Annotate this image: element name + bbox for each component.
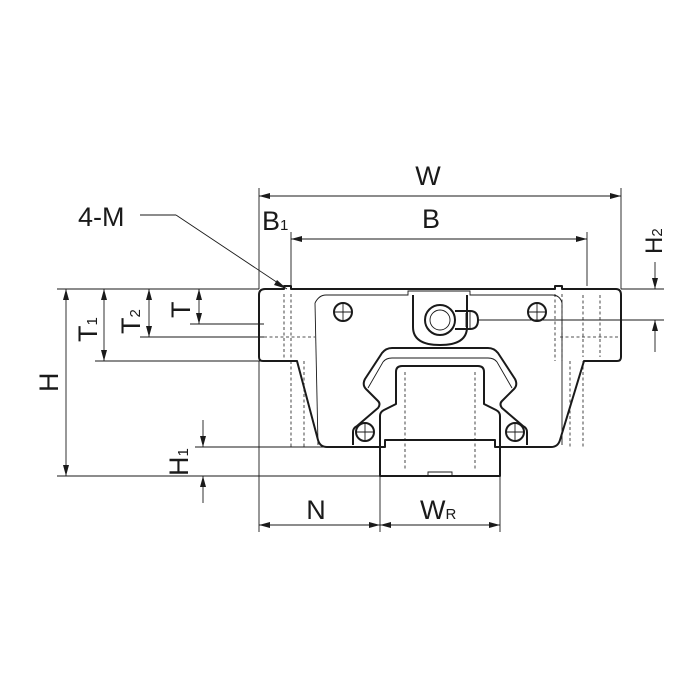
dim-h2: H2 <box>478 228 668 352</box>
flange-step-left <box>314 302 319 446</box>
label-h2: H2 <box>641 228 668 254</box>
label-w: W <box>415 161 441 191</box>
dim-h: H <box>34 289 69 476</box>
label-t1: T1 <box>73 317 103 342</box>
label-wr: WR <box>420 495 456 525</box>
dim-b: B <box>290 204 588 286</box>
label-4m: 4-M <box>78 202 125 232</box>
flange-step <box>314 290 563 445</box>
carriage-block <box>258 285 622 477</box>
hidden-lines <box>264 294 618 470</box>
dim-n: N <box>258 361 381 532</box>
label-t: T <box>166 302 196 319</box>
rail-body <box>379 365 501 477</box>
dim-t1: T1 <box>73 289 107 361</box>
rail-cavity-inner <box>367 357 513 389</box>
rail-cavity <box>352 347 528 445</box>
screw-bottom-right <box>505 422 525 442</box>
screw-top-left <box>333 302 353 322</box>
label-t2: T2 <box>116 309 146 334</box>
dim-4m: 4-M <box>78 202 288 290</box>
label-h: H <box>34 373 64 393</box>
screw-bottom-left <box>355 422 375 442</box>
dim-h1: H1 <box>164 420 206 503</box>
label-n: N <box>306 495 326 525</box>
dim-w: W <box>258 161 622 289</box>
dim-wr: WR <box>380 476 501 532</box>
dim-left-extensions <box>57 288 380 477</box>
label-b1: B1 <box>262 206 288 236</box>
dim-t: T <box>166 289 202 324</box>
label-h1: H1 <box>164 448 194 476</box>
screw-top-right <box>527 302 547 322</box>
dim-t2: T2 <box>116 289 152 337</box>
dim-b1: B1 <box>262 206 288 236</box>
grease-nipple <box>412 295 479 346</box>
label-b: B <box>422 204 440 234</box>
rail-foot-notch <box>427 471 453 476</box>
